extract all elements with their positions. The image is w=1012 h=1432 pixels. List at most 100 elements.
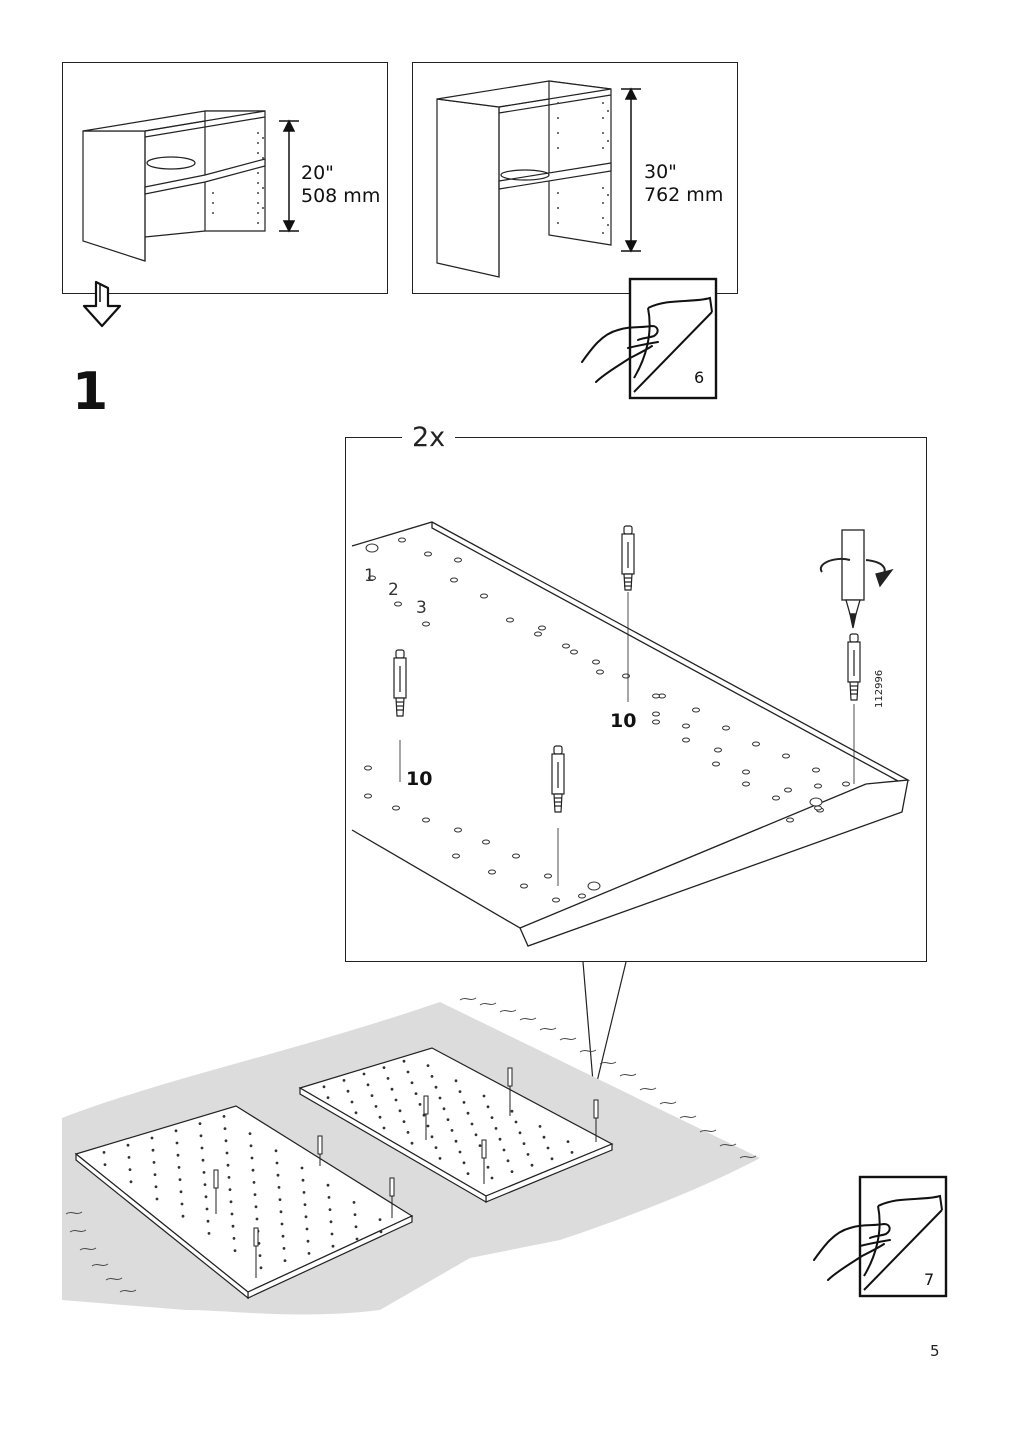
- hole-dot: [366, 1083, 370, 1087]
- hole-dot: [150, 1136, 154, 1140]
- hole-mark: [394, 601, 402, 607]
- hole-dot: [458, 1090, 462, 1093]
- hole-dot: [204, 1195, 208, 1199]
- hole-dot: [522, 1142, 526, 1145]
- hole-mark: [578, 893, 586, 899]
- hole-mark: [512, 853, 520, 859]
- hole-dot: [434, 1085, 438, 1089]
- hole-mark: [596, 669, 604, 675]
- hole-dot: [174, 1129, 178, 1133]
- hole-mark: [364, 793, 372, 799]
- hole-dot: [126, 1143, 130, 1147]
- hole-dot: [374, 1105, 378, 1108]
- arrow-down-icon: [82, 280, 122, 328]
- hole-dot: [478, 1144, 482, 1147]
- hole-dot: [458, 1150, 462, 1154]
- hole-label-3: 3: [416, 598, 427, 618]
- hole-dot: [302, 1191, 306, 1194]
- hole-mark: [782, 753, 790, 759]
- hole-mark-large: [587, 881, 601, 891]
- hole-dot: [329, 1220, 333, 1224]
- hole-dot: [282, 1247, 286, 1250]
- hole-dot: [277, 1186, 281, 1189]
- hole-dot: [331, 1244, 335, 1248]
- hole-dot: [127, 1156, 131, 1159]
- hole-mark: [544, 873, 552, 879]
- hole-dot: [258, 1254, 262, 1257]
- hole-dot: [386, 1077, 390, 1080]
- hole-dot: [462, 1161, 466, 1165]
- hole-mark: [506, 617, 514, 623]
- hole-label-2: 2: [388, 580, 399, 600]
- hole-dot: [394, 1098, 398, 1102]
- hole-dot: [350, 1100, 354, 1104]
- hole-mark: [480, 593, 488, 599]
- hole-dot: [370, 1094, 374, 1097]
- hole-mark: [392, 805, 400, 811]
- hole-mark: [422, 817, 430, 823]
- hole-dot: [253, 1193, 257, 1196]
- step-number: 1: [72, 362, 109, 422]
- hole-dot: [438, 1157, 442, 1160]
- hole-dot: [259, 1266, 263, 1270]
- hole-dot: [225, 1151, 229, 1155]
- hole-dot: [418, 1103, 422, 1106]
- hole-dot: [466, 1172, 470, 1175]
- page-ref-number: 6: [694, 368, 705, 387]
- hole-mark: [538, 625, 546, 631]
- hole-mark: [488, 869, 496, 875]
- hole-dot: [248, 1132, 252, 1135]
- hole-dot: [180, 1202, 184, 1206]
- hole-dot: [175, 1141, 179, 1145]
- hole-dot: [307, 1252, 311, 1255]
- hole-dot: [206, 1219, 210, 1223]
- cabinet-30in-illustration: [436, 80, 641, 278]
- hole-dot: [482, 1094, 486, 1098]
- page-turn-reference-bottom: 7: [812, 1175, 952, 1298]
- hole-dot: [128, 1168, 132, 1171]
- hole-dot: [322, 1085, 326, 1089]
- hole-dot: [198, 1122, 202, 1125]
- hole-dot: [538, 1125, 542, 1128]
- hole-dot: [353, 1213, 357, 1216]
- hole-dot: [276, 1173, 280, 1177]
- hole-dot: [434, 1146, 438, 1149]
- hole-dot: [450, 1129, 454, 1132]
- hole-dot: [303, 1203, 307, 1206]
- hole-dot: [103, 1163, 107, 1166]
- dowel-cam-screw-icon: [393, 525, 861, 886]
- hole-dot: [442, 1107, 446, 1111]
- hole-dot: [490, 1176, 494, 1180]
- hole-dot: [510, 1170, 514, 1173]
- hole-dot: [486, 1105, 490, 1109]
- hole-dot: [502, 1148, 506, 1152]
- hole-dot: [378, 1218, 382, 1221]
- screwdriver-rotate-icon: [819, 529, 894, 629]
- hole-dot: [326, 1183, 330, 1187]
- page-number: 5: [930, 1342, 940, 1360]
- hole-mark: [398, 537, 406, 543]
- variant-panel-30in: 30" 762 mm: [412, 62, 738, 294]
- dimension-inches-30: 30": [644, 161, 677, 183]
- hole-mark: [772, 795, 780, 801]
- hole-mark: [534, 631, 542, 637]
- hole-dot: [226, 1163, 230, 1167]
- hole-dot: [426, 1124, 430, 1128]
- hole-dot: [382, 1066, 386, 1069]
- hole-dot: [177, 1166, 181, 1169]
- variant-panel-20in: 20" 508 mm: [62, 62, 388, 294]
- hole-mark: [714, 747, 722, 753]
- hole-mark: [814, 783, 822, 789]
- hole-dot: [300, 1166, 304, 1170]
- hole-dot: [278, 1198, 282, 1201]
- hole-mark: [454, 557, 462, 563]
- hole-mark: [562, 643, 570, 649]
- hole-dot: [454, 1139, 458, 1143]
- hole-dot: [155, 1197, 159, 1201]
- hole-dot: [566, 1140, 570, 1143]
- hole-dot: [530, 1163, 534, 1167]
- hole-mark: [482, 839, 490, 845]
- hole-mark: [742, 781, 750, 787]
- part-label-10-b: 10: [406, 768, 433, 790]
- dimension-inches-20: 20": [301, 162, 334, 184]
